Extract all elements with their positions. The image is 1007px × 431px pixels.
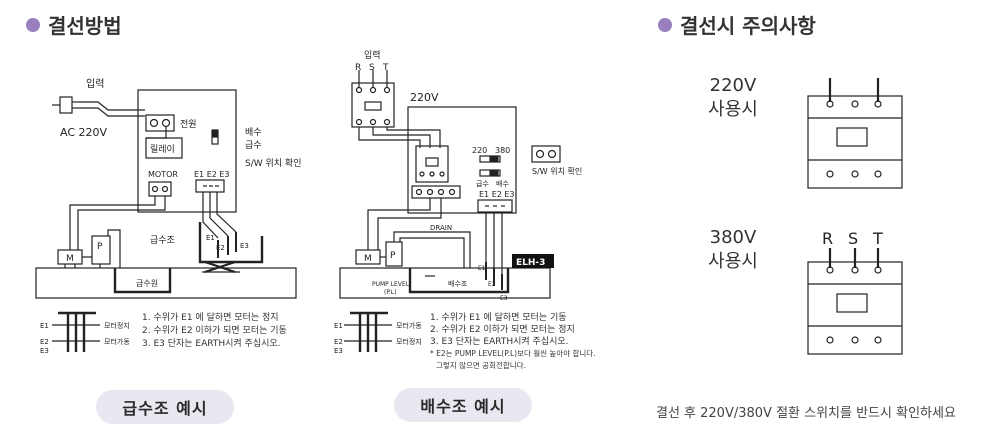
drain-lev-stop: 모터정지	[396, 337, 422, 346]
drain-lev-e1: E1	[334, 322, 343, 330]
supply-controller-box	[137, 89, 237, 213]
lev-run: 모터가동	[104, 337, 130, 346]
drain-lev-e3: E3	[334, 347, 343, 355]
supply-diagram	[35, 89, 297, 352]
drain-label-m: M	[364, 254, 372, 264]
label-drain-side: 배수	[245, 127, 262, 138]
breaker	[351, 82, 395, 128]
drain-label-drainword: DRAIN	[430, 224, 452, 232]
drain-note-5: 그렇지 않으면 공회전합니다.	[436, 361, 526, 370]
elh3-label-box	[512, 254, 554, 268]
drain-pump-box	[385, 241, 403, 267]
supply-notes: 1. 수위가 E1 에 달하면 모터는 정지 2. 수위가 E2 이하가 되면 …	[142, 312, 287, 351]
footer-note: 결선 후 220V/380V 절환 스위치를 반드시 확인하세요	[656, 406, 956, 421]
rst-label-r: R	[822, 229, 833, 248]
usage-220v: 220V 사용시	[688, 74, 778, 122]
motor-terminal	[148, 181, 172, 197]
drain-label-electrodes: E1 E2 E3	[479, 190, 515, 199]
label-relay: 릴레이	[150, 144, 175, 155]
drain-controller-box	[407, 106, 517, 214]
side-switch	[531, 145, 561, 163]
supply-note-2: 2. 수위가 E2 이하가 되면 모터는 기동	[142, 326, 287, 336]
label-input: 입력	[86, 77, 104, 90]
drain-label-220v: 220V	[410, 91, 439, 104]
usage-380v-line1: 380V	[709, 227, 757, 248]
label-supply-side: 급수	[245, 140, 262, 151]
label-ac: AC 220V	[60, 126, 108, 139]
bullet-dot-icon	[26, 17, 40, 32]
label-e2: E2	[216, 244, 225, 252]
bullet-dot-icon	[658, 17, 672, 32]
drain-label-s: S	[369, 63, 375, 73]
drain-notes: 1. 수위가 E1 에 달하면 모터는 기동 2. 수위가 E2 이하가 되면 …	[430, 312, 596, 372]
wiring-caution-title-text: 결선시 주의사항	[680, 14, 816, 38]
drain-lev-run: 모터가동	[396, 321, 422, 330]
drain-diagram	[339, 70, 561, 352]
drain-label-tank: 배수조	[448, 279, 468, 288]
label-source: 급수원	[136, 279, 158, 288]
plug-icon	[59, 96, 73, 114]
selector-switch	[211, 129, 219, 145]
power-terminal	[145, 114, 175, 132]
drain-electrode-terminal	[477, 199, 513, 213]
usage-380v: 380V 사용시	[688, 226, 778, 274]
drain-label-t: T	[382, 63, 389, 73]
drain-label-supply: 급수	[476, 180, 489, 188]
wiring-caution-title: 결선시 주의사항	[658, 10, 816, 39]
drain-note-2: 2. 수위가 E2 이하가 되면 모터는 정지	[430, 325, 575, 335]
label-electrodes: E1 E2 E3	[194, 170, 230, 179]
drain-label-e2: E2	[488, 281, 496, 288]
label-power: 전원	[180, 119, 197, 130]
supply-note-3: 3. E3 단자는 EARTH시켜 주십시오.	[142, 339, 281, 349]
breaker-220v	[807, 78, 903, 189]
supply-base-tank	[35, 267, 297, 299]
label-e1: E1	[206, 234, 215, 242]
label-p: P	[97, 242, 103, 252]
drain-label-sel380: 380	[495, 146, 510, 155]
drain-label-e3: E3	[500, 295, 508, 302]
terminal-row	[411, 185, 461, 199]
supply-caption-pill: 급수조 예시	[96, 390, 234, 424]
usage-220v-line2: 사용시	[708, 99, 758, 120]
label-motor: MOTOR	[148, 170, 178, 179]
drain-label-input: 입력	[364, 49, 381, 61]
rst-label-t: T	[872, 229, 883, 248]
drain-label-pump-level: PUMP LEVEL	[372, 281, 410, 288]
wiring-method-title-text: 결선방법	[48, 14, 122, 38]
drain-caption-pill: 배수조 예시	[394, 388, 532, 422]
drain-label-pl: (P.L)	[384, 289, 397, 296]
lev-e3: E3	[40, 347, 49, 355]
inner-breaker	[415, 145, 449, 183]
drain-lev-e2: E2	[334, 338, 343, 346]
pump-box	[91, 235, 111, 265]
label-m: M	[66, 254, 74, 264]
supply-note-1: 1. 수위가 E1 에 달하면 모터는 정지	[142, 313, 279, 323]
lev-stop: 모터정지	[104, 321, 130, 330]
drain-note-3: 3. E3 단자는 EARTH시켜 주십시오.	[430, 337, 569, 347]
drain-label-sw-check: S/W 위치 확인	[532, 166, 582, 176]
drain-label-drain: 배수	[496, 179, 509, 188]
label-sw-check: S/W 위치 확인	[245, 157, 302, 169]
drain-label-elh: ELH-3	[516, 258, 545, 268]
lev-e2: E2	[40, 338, 49, 346]
usage-380v-line2: 사용시	[708, 251, 758, 272]
drain-label-sel220: 220	[472, 146, 487, 155]
drain-label-e1: E1	[478, 265, 486, 272]
wiring-method-title: 결선방법	[26, 10, 122, 39]
drain-base-tank	[339, 267, 551, 299]
label-e3: E3	[240, 242, 249, 250]
drain-note-1: 1. 수위가 E1 에 달하면 모터는 기동	[430, 313, 567, 323]
label-tank: 급수조	[150, 235, 175, 246]
rst-label-s: S	[848, 229, 858, 248]
breaker-380v	[807, 248, 903, 355]
usage-220v-line1: 220V	[709, 75, 757, 96]
drain-label-p: P	[390, 251, 396, 261]
drain-note-4: * E2는 PUMP LEVEL(P.L)보다 훨씬 높아야 합니다.	[430, 349, 596, 358]
drain-label-r: R	[355, 63, 361, 73]
lev-e1: E1	[40, 322, 49, 330]
